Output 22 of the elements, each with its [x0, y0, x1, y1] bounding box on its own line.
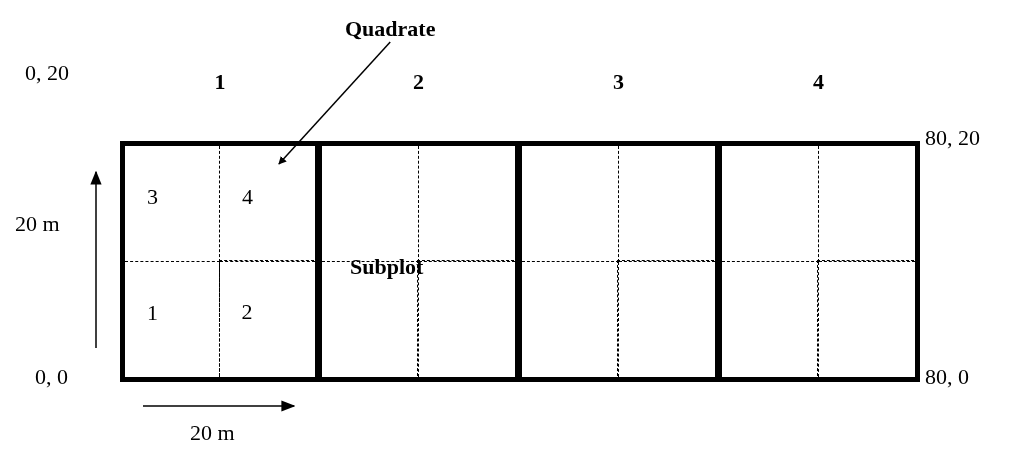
quadrat-cell: [218, 260, 314, 376]
coordinate-label: 0, 20: [25, 62, 69, 84]
quadrat-number: 1: [147, 301, 158, 324]
subplot-number: 2: [412, 71, 425, 93]
subplot-number: 4: [812, 71, 825, 93]
leader-arrow: [278, 41, 391, 165]
subplot-number: 1: [213, 71, 227, 93]
quadrat-number: 4: [242, 186, 253, 208]
quadrat-cell: [817, 260, 914, 376]
coordinate-label: 80, 0: [925, 366, 969, 388]
callout-text: Quadrate: [345, 18, 436, 40]
quadrat-cell: [722, 146, 819, 262]
subplot-number: 3: [612, 71, 625, 93]
quadrat-number: 2: [241, 301, 253, 323]
quadrat-number: 3: [147, 186, 158, 208]
quadrat-cell: [617, 260, 714, 376]
quadrat-cell: [522, 146, 619, 262]
coordinate-label: 80, 20: [925, 127, 980, 149]
dimension-text: 20 m: [190, 422, 235, 444]
dimension-text: 20 m: [15, 213, 60, 235]
coordinate-label: 0, 0: [35, 366, 68, 388]
quadrat-cell: [125, 146, 220, 262]
